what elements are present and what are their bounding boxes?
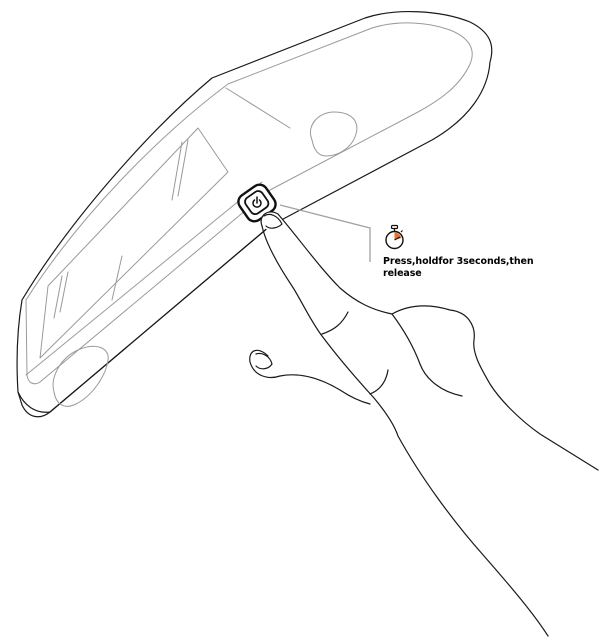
leader-line — [279, 204, 371, 262]
device-top-divider — [225, 87, 291, 129]
hand — [249, 211, 599, 637]
index-finger-and-palm — [260, 211, 599, 471]
screen-glare-3 — [111, 255, 123, 301]
device-side-edge — [17, 225, 271, 413]
index-fingernail — [263, 213, 283, 229]
device-details — [25, 22, 473, 407]
thumbnail — [255, 352, 273, 370]
thumb — [249, 349, 371, 405]
power-icon — [252, 196, 262, 208]
finger-crease-2 — [369, 369, 389, 395]
stopwatch-icon — [385, 224, 404, 250]
hand-lower-edge — [261, 225, 549, 637]
device-side-inner-line — [25, 181, 263, 376]
handheld-device — [16, 11, 493, 418]
power-button — [237, 183, 277, 223]
top-scan-button — [310, 111, 358, 157]
instruction-text: Press,holdfor 3seconds,then release — [383, 256, 534, 279]
back-fingers-contour — [391, 313, 463, 397]
device-top-bezel — [25, 22, 473, 385]
screen-glare-2 — [177, 139, 189, 197]
screen-glare-1 — [171, 141, 183, 201]
finger-crease-1 — [321, 311, 349, 335]
device-body-outline — [16, 11, 493, 418]
bottom-side-key — [52, 345, 109, 407]
screen-glare-4 — [53, 275, 63, 319]
screen-glare-5 — [59, 271, 69, 313]
device-screen — [39, 127, 229, 359]
